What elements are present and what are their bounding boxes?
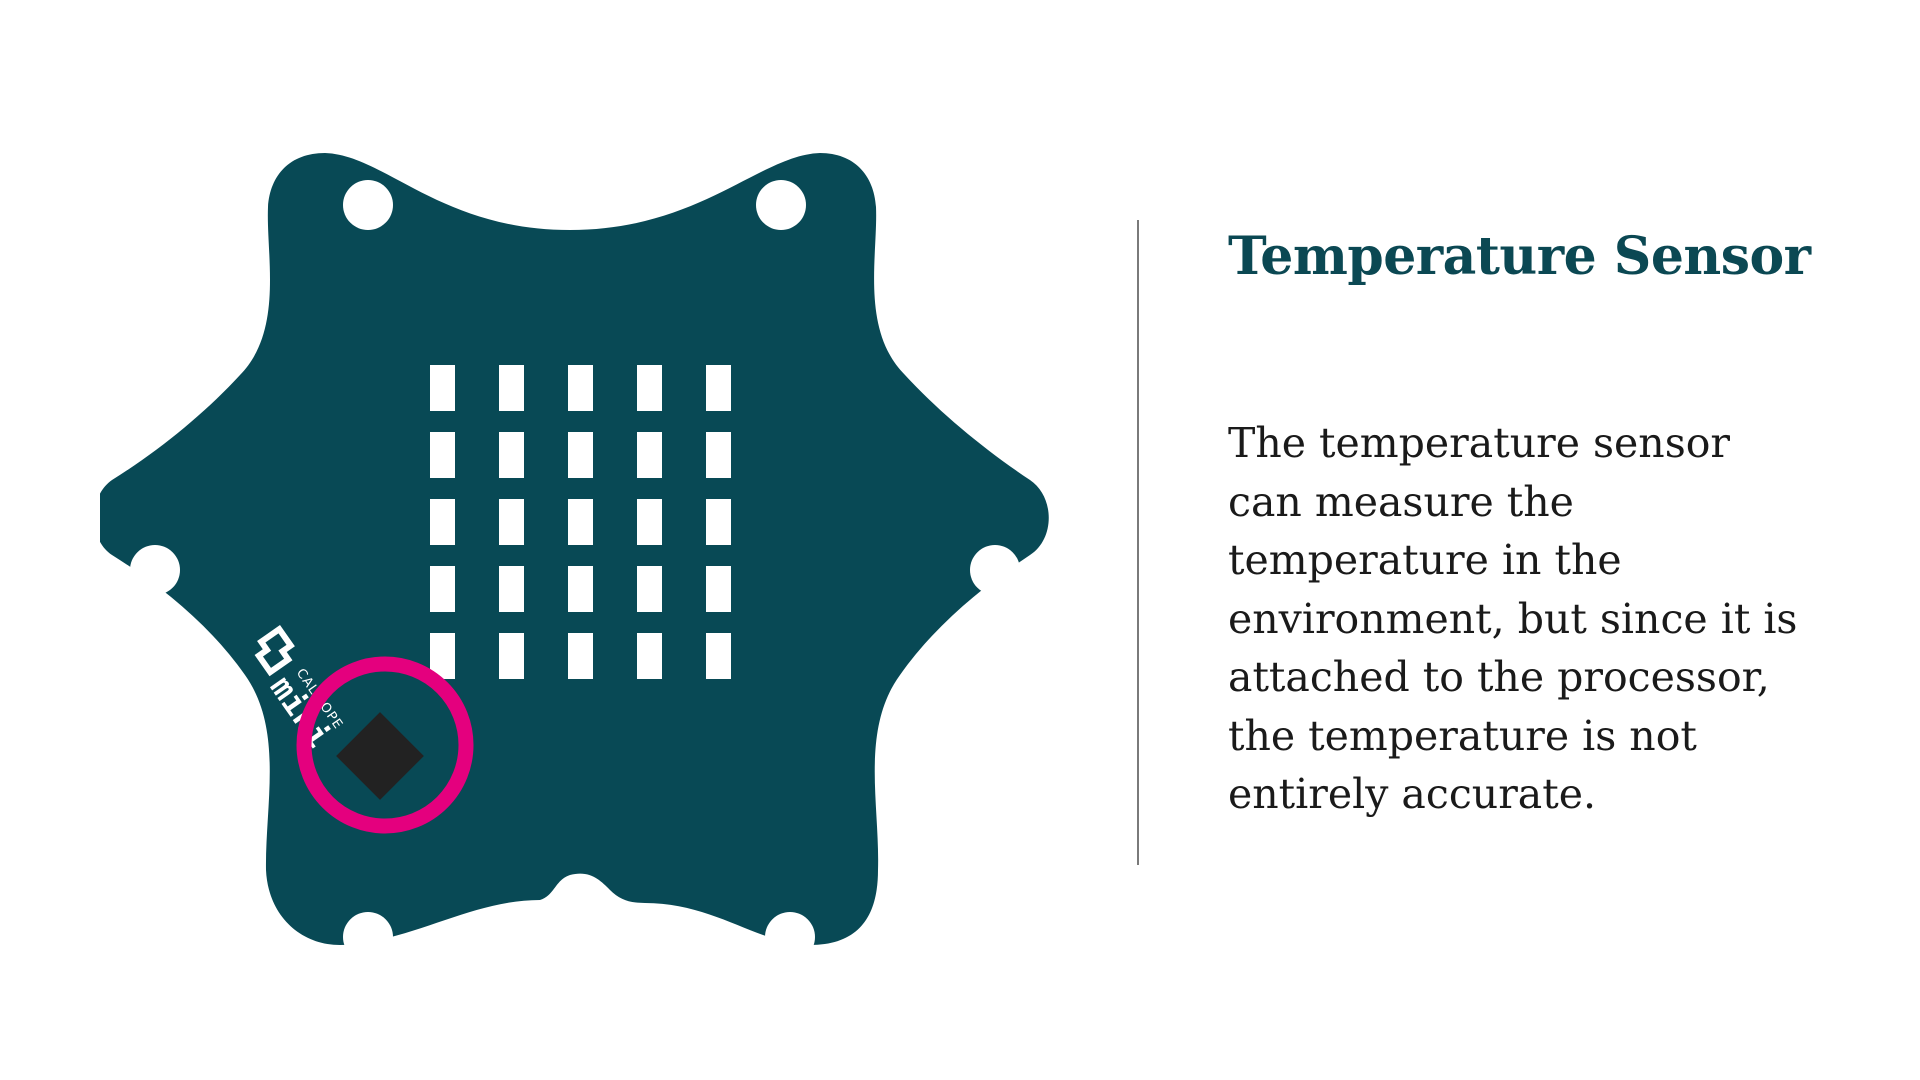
slide-title: Temperature Sensor	[1228, 226, 1811, 287]
mounting-hole-top-right	[756, 180, 806, 230]
vertical-divider	[1137, 220, 1139, 865]
body-line: entirely accurate.	[1228, 770, 1597, 818]
mounting-hole-left	[130, 545, 180, 595]
body-line: the temperature is not	[1228, 711, 1697, 760]
slide-body-text: The temperature sensor can measure the tem…	[1228, 414, 1848, 824]
led-matrix	[430, 365, 731, 679]
mounting-hole-bottom-left	[343, 912, 393, 962]
body-line: environment, but since it is	[1228, 594, 1798, 643]
led-cell	[499, 499, 524, 545]
calliope-mini-board-illustration: CALLIOPE mini	[100, 145, 1060, 1005]
led-cell	[568, 365, 593, 411]
led-cell	[499, 566, 524, 612]
led-cell	[430, 633, 455, 679]
mounting-hole-right	[970, 545, 1020, 595]
led-cell	[568, 432, 593, 478]
led-cell	[430, 566, 455, 612]
processor-chip-icon	[336, 712, 424, 800]
led-cell	[706, 365, 731, 411]
led-cell	[637, 432, 662, 478]
led-cell	[430, 365, 455, 411]
led-cell	[568, 566, 593, 612]
body-line: can measure the	[1228, 477, 1574, 526]
led-cell	[430, 432, 455, 478]
led-cell	[706, 499, 731, 545]
board-outline	[100, 153, 1049, 945]
body-line: attached to the processor,	[1228, 653, 1770, 701]
led-cell	[499, 432, 524, 478]
led-cell	[637, 566, 662, 612]
led-cell	[499, 633, 524, 679]
mounting-hole-bottom-right	[765, 912, 815, 962]
led-cell	[637, 633, 662, 679]
led-cell	[499, 365, 524, 411]
led-cell	[430, 499, 455, 545]
calliope-logo-mark	[254, 625, 295, 677]
led-cell	[637, 499, 662, 545]
led-cell	[568, 499, 593, 545]
led-cell	[706, 432, 731, 478]
body-line: The temperature sensor	[1228, 419, 1731, 467]
highlight-ring-icon	[296, 656, 474, 834]
board-svg: CALLIOPE mini	[100, 153, 1049, 962]
led-cell	[637, 365, 662, 411]
led-cell	[706, 633, 731, 679]
body-line: temperature in the	[1228, 536, 1622, 584]
led-cell	[568, 633, 593, 679]
mounting-hole-top-left	[343, 180, 393, 230]
led-cell	[706, 566, 731, 612]
